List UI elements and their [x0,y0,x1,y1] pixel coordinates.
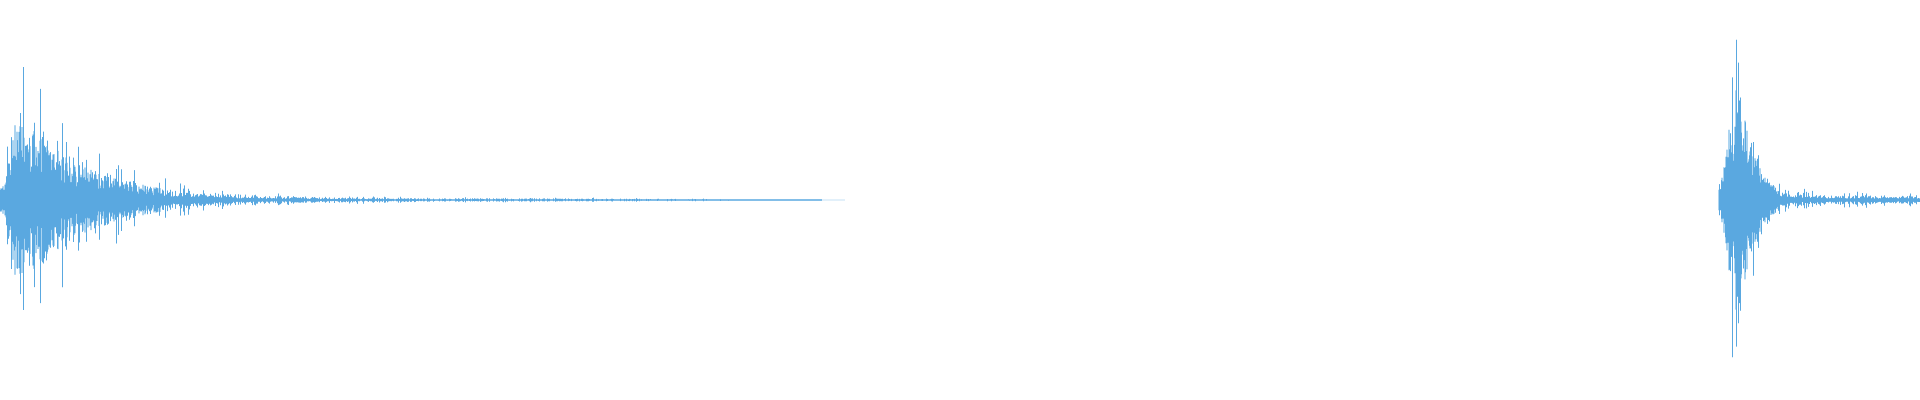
waveform-trace [0,39,1920,358]
